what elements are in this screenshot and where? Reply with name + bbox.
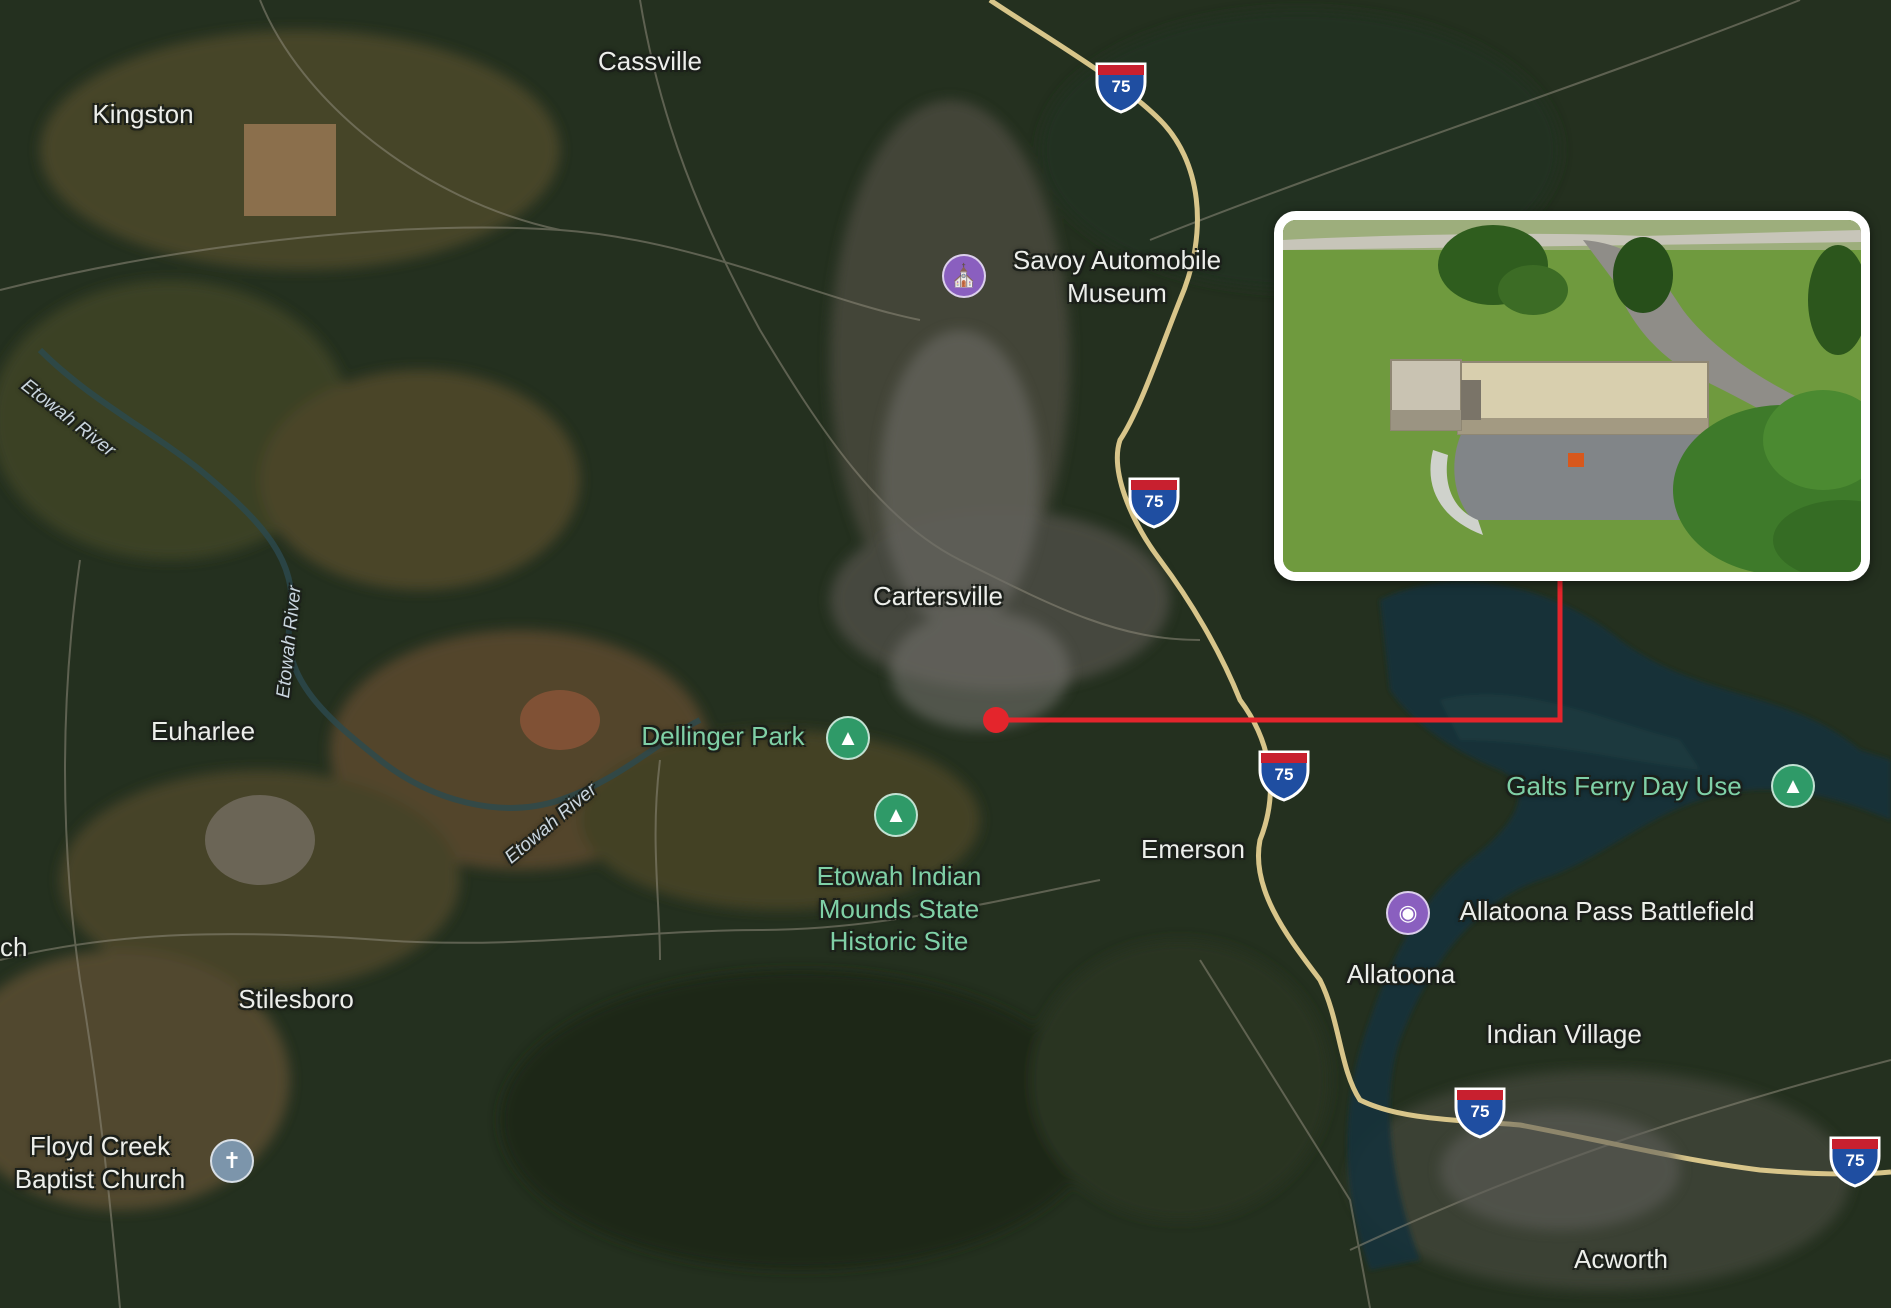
museum-icon[interactable]: ⛪ bbox=[942, 254, 986, 298]
interstate-shield-icon bbox=[1454, 1087, 1506, 1139]
interstate-shield-icon bbox=[1095, 62, 1147, 114]
label-acworth[interactable]: Acworth bbox=[1574, 1244, 1668, 1274]
interstate-shield-icon bbox=[1829, 1136, 1881, 1188]
facility-aerial-photo-inset[interactable] bbox=[1274, 211, 1870, 581]
label-dellinger-park[interactable]: Dellinger Park bbox=[641, 721, 805, 751]
interstate-75-shield: 75 bbox=[1452, 1083, 1508, 1139]
facility-aerial-photo bbox=[1283, 220, 1861, 572]
label-savoy-automobile-museum[interactable]: Savoy Automobile Museum bbox=[1012, 245, 1222, 308]
park-tree-icon[interactable]: ▲ bbox=[826, 716, 870, 760]
label-cartersville[interactable]: Cartersville bbox=[872, 581, 1004, 611]
interstate-75-shield: 75 bbox=[1093, 58, 1149, 114]
interstate-75-shield: 75 bbox=[1126, 473, 1182, 529]
label-emerson[interactable]: Emerson bbox=[1140, 834, 1246, 864]
label-euharlee[interactable]: Euharlee bbox=[150, 716, 256, 746]
label-kingston[interactable]: Kingston bbox=[92, 99, 194, 129]
interstate-shield-icon bbox=[1258, 750, 1310, 802]
label-allatoona[interactable]: Allatoona bbox=[1346, 959, 1456, 989]
label-floyd-creek-baptist-church[interactable]: Floyd Creek Baptist Church bbox=[14, 1131, 186, 1194]
label-allatoona-pass-battlefield[interactable]: Allatoona Pass Battlefield bbox=[1459, 896, 1755, 926]
label-etowah-indian-mounds[interactable]: Etowah Indian Mounds State Historic Site bbox=[816, 861, 982, 956]
interstate-75-shield: 75 bbox=[1827, 1132, 1883, 1188]
label-indian-village[interactable]: Indian Village bbox=[1486, 1019, 1642, 1049]
label-partial-ch[interactable]: ch bbox=[0, 932, 28, 962]
camera-attraction-icon[interactable]: ◉ bbox=[1386, 891, 1430, 935]
label-stilesboro[interactable]: Stilesboro bbox=[238, 984, 354, 1014]
park-tree-icon[interactable]: ▲ bbox=[874, 793, 918, 837]
label-galts-ferry-day-use[interactable]: Galts Ferry Day Use bbox=[1506, 771, 1742, 801]
interstate-shield-icon bbox=[1128, 477, 1180, 529]
interstate-75-shield: 75 bbox=[1256, 746, 1312, 802]
park-tree-icon[interactable]: ▲ bbox=[1771, 764, 1815, 808]
church-cross-icon[interactable]: ✝ bbox=[210, 1139, 254, 1183]
label-cassville[interactable]: Cassville bbox=[597, 46, 703, 76]
